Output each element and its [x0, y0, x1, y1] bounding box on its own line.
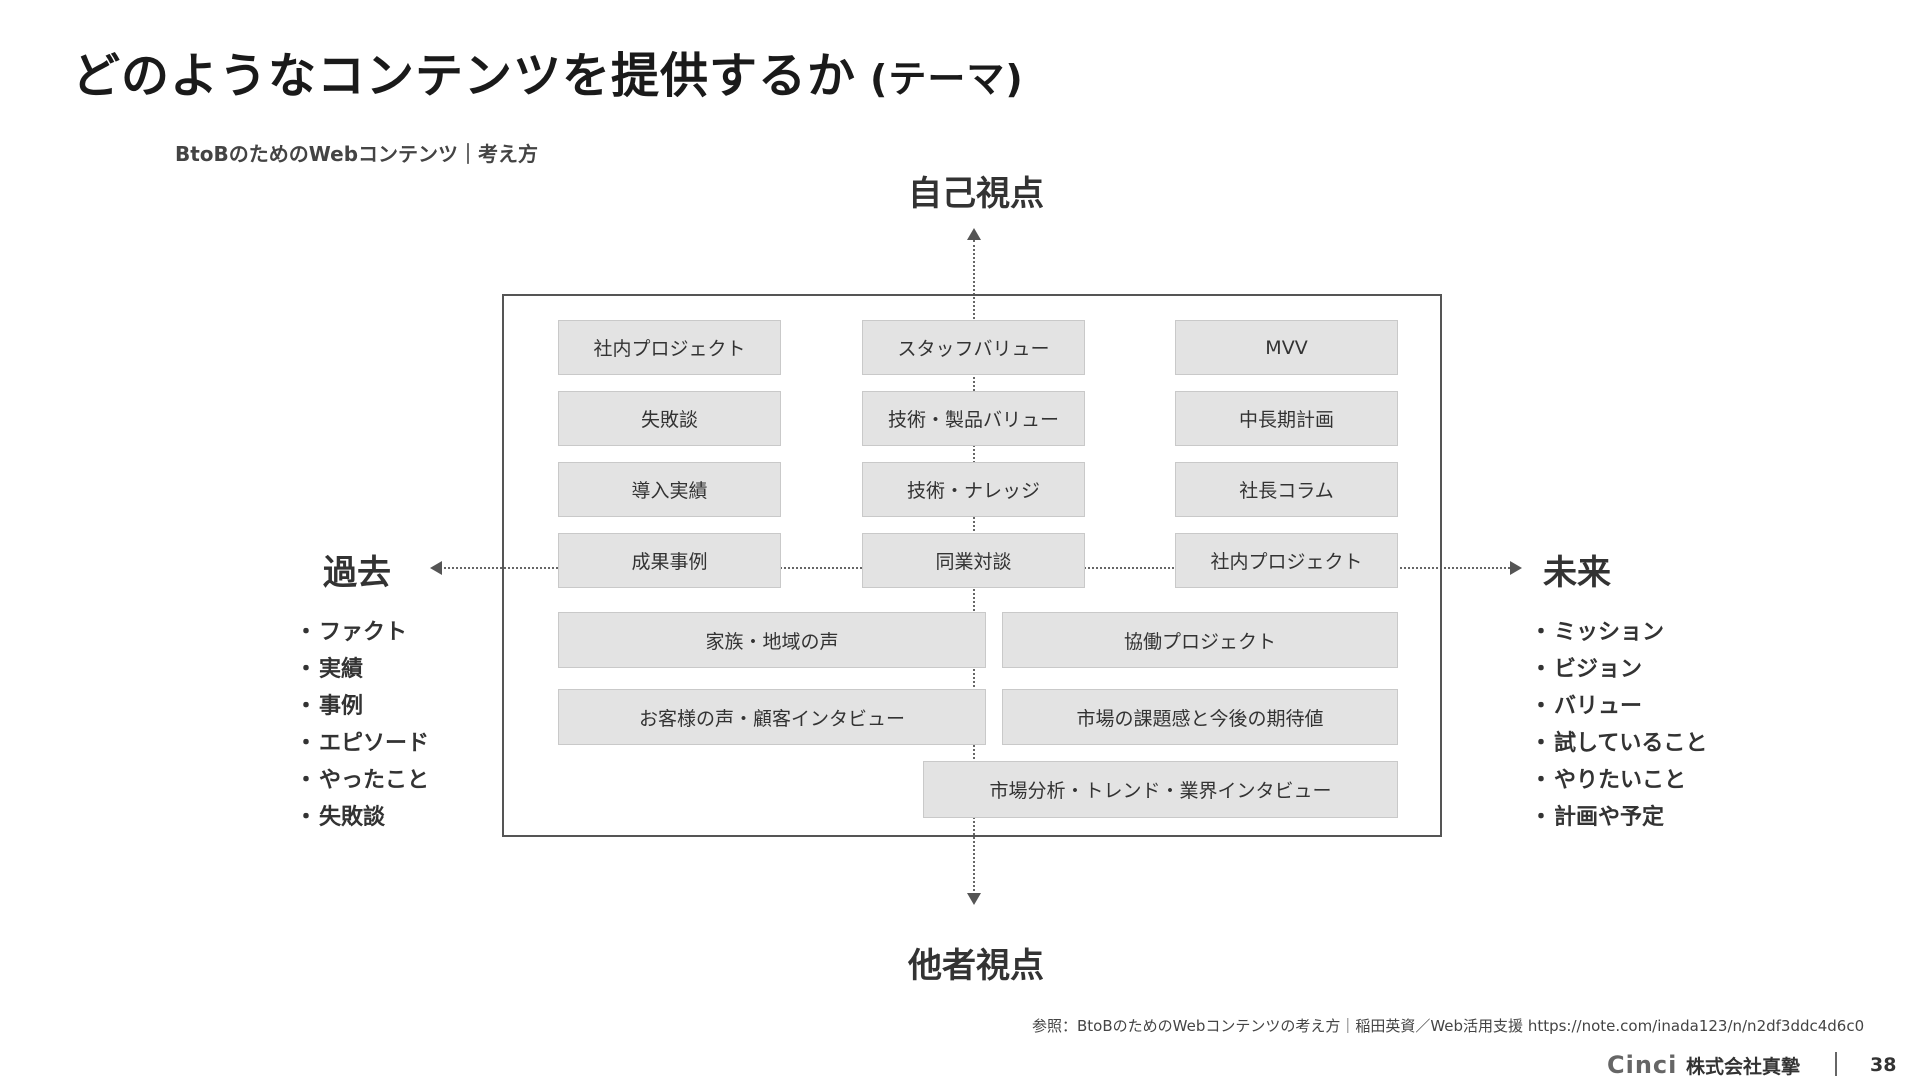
list-item: やったこと: [295, 762, 429, 799]
axis-bottom-label: 他者視点: [908, 946, 1044, 986]
list-item: ミッション: [1530, 614, 1707, 651]
list-item: ファクト: [295, 614, 429, 651]
page-number: 38: [1870, 1054, 1897, 1076]
diagram-label: BtoBのためのWebコンテンツ｜考え方: [175, 142, 539, 166]
theme-box: 技術・製品バリュー: [862, 391, 1085, 446]
axis-left-label: 過去: [323, 553, 391, 593]
theme-box: 社内プロジェクト: [558, 320, 781, 375]
list-item: 事例: [295, 688, 429, 725]
arrow-up-icon: [967, 228, 981, 240]
list-item: 試していること: [1530, 725, 1707, 762]
footer-divider: [1835, 1052, 1837, 1076]
past-keyword-list: ファクト 実績 事例 エピソード やったこと 失敗談: [295, 614, 429, 836]
slide-title-main: どのようなコンテンツを提供するか: [72, 48, 857, 104]
theme-box: 市場分析・トレンド・業界インタビュー: [923, 761, 1398, 818]
list-item: ビジョン: [1530, 651, 1707, 688]
theme-box: 同業対談: [862, 533, 1085, 588]
theme-box: 社内プロジェクト: [1175, 533, 1398, 588]
theme-box: 失敗談: [558, 391, 781, 446]
theme-box: 協働プロジェクト: [1002, 612, 1398, 668]
theme-box: 中長期計画: [1175, 391, 1398, 446]
list-item: やりたいこと: [1530, 762, 1707, 799]
slide-title-suffix: (テーマ): [870, 57, 1024, 101]
reference-link[interactable]: 参照：BtoBのためのWebコンテンツの考え方｜稲田英資／Web活用支援 htt…: [1032, 1017, 1865, 1035]
theme-box: 導入実績: [558, 462, 781, 517]
theme-box: 技術・ナレッジ: [862, 462, 1085, 517]
theme-box: 市場の課題感と今後の期待値: [1002, 689, 1398, 745]
theme-box: 家族・地域の声: [558, 612, 986, 668]
arrow-down-icon: [967, 893, 981, 905]
axis-right-label: 未来: [1543, 553, 1611, 593]
theme-box: 成果事例: [558, 533, 781, 588]
list-item: 計画や予定: [1530, 799, 1707, 836]
theme-box: スタッフバリュー: [862, 320, 1085, 375]
axis-top-label: 自己視点: [908, 174, 1044, 214]
company-logo: Cinci: [1607, 1051, 1678, 1079]
list-item: バリュー: [1530, 688, 1707, 725]
list-item: 実績: [295, 651, 429, 688]
diagram-frame: [502, 294, 1442, 837]
theme-box: 社長コラム: [1175, 462, 1398, 517]
arrow-right-icon: [1510, 561, 1522, 575]
arrow-left-icon: [430, 561, 442, 575]
slide-title: どのようなコンテンツを提供するか (テーマ): [72, 36, 1024, 106]
company-name: 株式会社真摯: [1686, 1055, 1801, 1078]
list-item: エピソード: [295, 725, 429, 762]
theme-box: お客様の声・顧客インタビュー: [558, 689, 986, 745]
future-keyword-list: ミッション ビジョン バリュー 試していること やりたいこと 計画や予定: [1530, 614, 1707, 836]
list-item: 失敗談: [295, 799, 429, 836]
theme-box: MVV: [1175, 320, 1398, 375]
